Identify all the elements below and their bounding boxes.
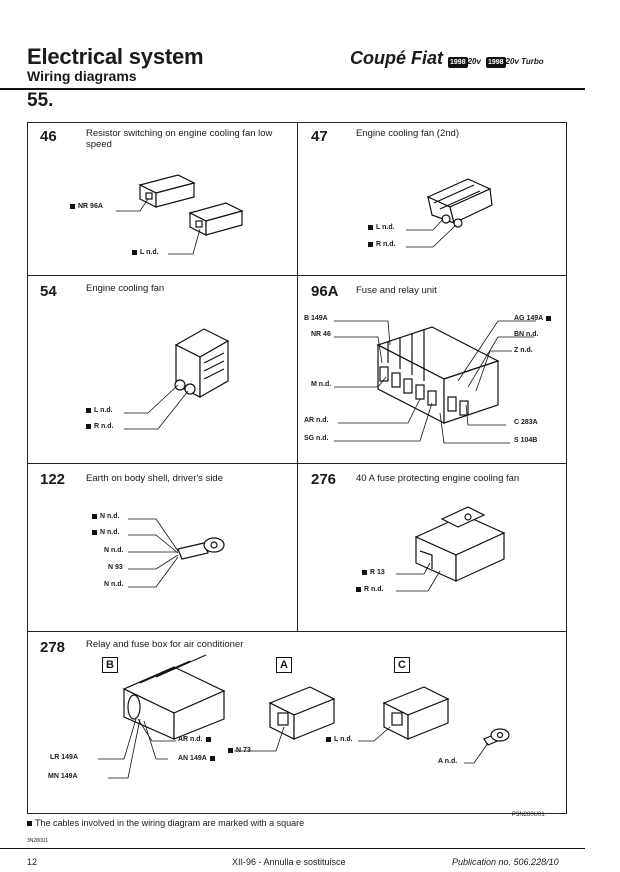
cell-278-label-4: LR 149A (50, 754, 79, 761)
header-rule (0, 88, 585, 90)
cell-47-label-1: L n.d. (368, 224, 395, 231)
cell-278-number: 278 (40, 639, 66, 656)
cell-96A-label-right-1: AG 149A (514, 315, 551, 322)
cell-278-label-3: AN 149A (178, 755, 215, 762)
cell-122-label-2: N n.d. (92, 529, 119, 536)
cell-96A-number: 96A (311, 283, 339, 300)
connector-label-a: A (276, 657, 292, 673)
cell-47-drawing (406, 178, 493, 248)
cell-122-title: Earth on body shell, driver's side (86, 473, 223, 484)
cell-278-label-7: A n.d. (438, 758, 458, 765)
cell-96A-label-left-3: M n.d. (311, 381, 332, 388)
cell-47-title: Engine cooling fan (2nd) (356, 128, 459, 139)
cell-278-label-2: N 73 (228, 747, 251, 754)
cell-96A-label-left-2: NR 46 (311, 331, 331, 338)
connector-label-c: C (394, 657, 410, 673)
cell-47-number: 47 (311, 128, 328, 145)
cell-276-title: 40 A fuse protecting engine cooling fan (356, 473, 520, 484)
footnote-square-icon (27, 818, 35, 828)
cell-122-label-1: N n.d. (92, 513, 119, 520)
cell-122-label-5: N n.d. (104, 581, 124, 588)
year-badge-1: 1998 (448, 57, 468, 68)
cell-46-label-1: NR 96A (70, 203, 103, 210)
cell-96A-label-left-5: SG n.d. (304, 435, 329, 442)
cell-54-drawing (124, 328, 230, 430)
diagram-grid: 46 Resistor switching on engine cooling … (27, 122, 567, 814)
cell-54-label-1: L n.d. (86, 407, 113, 414)
cell-278-label-5: MN 149A (48, 773, 78, 780)
page-title: Electrical system (27, 44, 204, 69)
footnote-text: The cables involved in the wiring diagra… (35, 818, 305, 828)
cell-96A-label-right-5: S 104B (514, 437, 538, 444)
cell-278-title: Relay and fuse box for air conditioner (86, 639, 244, 650)
cell-278-label-1: AR n.d. (178, 736, 211, 743)
cell-54-label-2: R n.d. (86, 423, 113, 430)
cell-276-number: 276 (311, 471, 337, 488)
page-subtitle: Wiring diagrams (27, 68, 137, 84)
cell-54-number: 54 (40, 283, 57, 300)
cell-46-title: Resistor switching on engine cooling fan… (86, 128, 273, 150)
cell-96A-label-right-4: C 283A (514, 419, 538, 426)
version-2: 20v Turbo (505, 57, 544, 66)
cell-278-drawing (98, 654, 510, 779)
cell-96A-title: Fuse and relay unit (356, 285, 437, 296)
cell-276-drawing (396, 506, 506, 592)
cell-54-title: Engine cooling fan (86, 283, 165, 294)
footer-center: XII-96 - Annulla e sostituisce (232, 857, 346, 867)
footer-rule (0, 848, 585, 849)
cell-276-label-1: R 13 (362, 569, 385, 576)
publication-number: Publication no. 506.228/10 (452, 857, 559, 867)
cell-122-number: 122 (40, 471, 66, 488)
grid-divider-row1 (28, 275, 566, 276)
small-code: 3N280U1 (27, 838, 49, 844)
cell-276-label-2: R n.d. (356, 586, 383, 593)
grid-divider-row3 (28, 631, 566, 632)
section-number: 55. (27, 90, 54, 111)
cell-96A-label-left-4: AR n.d. (304, 417, 329, 424)
cell-96A-drawing (334, 320, 536, 444)
footnote: The cables involved in the wiring diagra… (27, 818, 304, 828)
cell-122-drawing (128, 518, 225, 588)
brand-name: Coupé Fiat (350, 48, 443, 68)
cell-122-label-3: N n.d. (104, 547, 124, 554)
page-number: 12 (27, 857, 38, 867)
cell-122-label-4: N 93 (108, 564, 123, 571)
cell-46-drawing (116, 174, 244, 255)
connector-label-b: B (102, 657, 118, 673)
cell-278-label-6: L n.d. (326, 736, 353, 743)
cell-46-number: 46 (40, 128, 57, 145)
grid-divider-row2 (28, 463, 566, 464)
cell-96A-label-right-3: Z n.d. (514, 347, 533, 354)
figure-ref-code: P3N280U01 (512, 812, 545, 818)
cell-47-label-2: R n.d. (368, 241, 395, 248)
cell-96A-label-right-2: BN n.d. (514, 331, 539, 338)
cell-96A-label-left-1: B 149A (304, 315, 328, 322)
year-badge-2: 1998 (485, 57, 506, 68)
grid-divider-vertical (297, 123, 298, 631)
version-1: 20v (467, 57, 481, 66)
cell-46-label-2: L n.d. (132, 249, 159, 256)
